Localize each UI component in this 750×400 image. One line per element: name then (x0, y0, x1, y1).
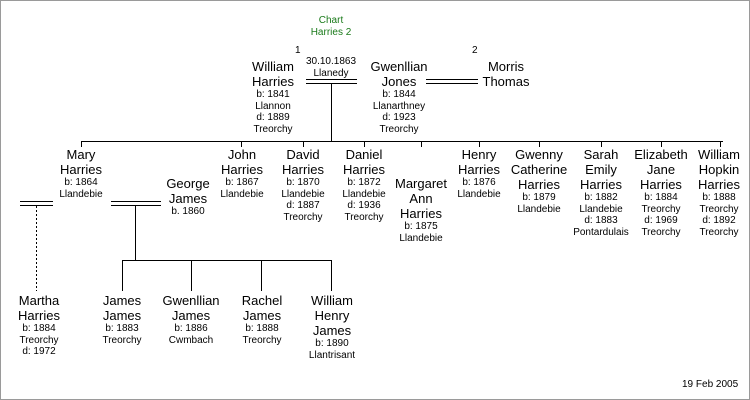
spouse-number-1: 1 (295, 45, 301, 56)
spouse-number-2: 2 (472, 45, 478, 56)
footer-date: 19 Feb 2005 (682, 379, 739, 390)
